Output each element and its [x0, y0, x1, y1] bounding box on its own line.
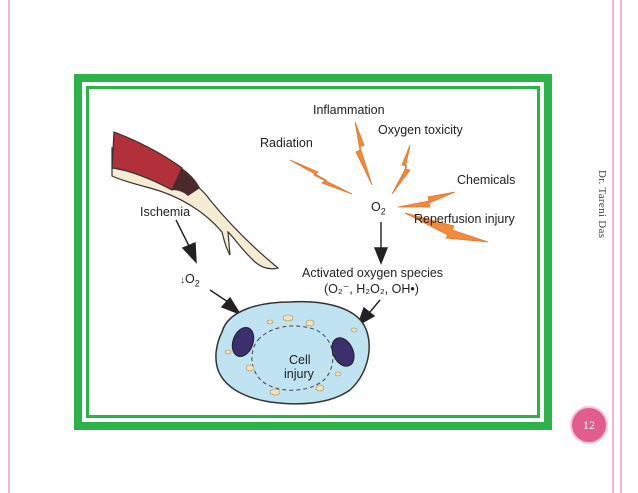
page-number-badge: 12: [572, 408, 606, 442]
arrow-ischemia-shaft: [175, 219, 191, 249]
right-margin-line-2: [620, 0, 622, 493]
bolt-reperfusion: [404, 212, 489, 243]
blood-vessel-icon: [111, 131, 280, 270]
label-low-o2: ↓O2: [180, 272, 200, 289]
arrows: [175, 219, 389, 327]
author-name: Dr. Tareni Das: [596, 170, 608, 239]
label-oxygen-toxicity: Oxygen toxicity: [378, 123, 463, 137]
bolt-inflammation: [354, 121, 373, 186]
arrow-aos-shaft: [369, 299, 381, 313]
arrow-lowo2-shaft: [209, 289, 229, 303]
arrow-aos-head: [356, 306, 376, 327]
label-radiation: Radiation: [260, 136, 313, 150]
mitochondrion-left: [231, 326, 255, 358]
label-cell: Cell: [289, 353, 311, 367]
label-chemicals: Chemicals: [457, 173, 516, 187]
label-injury: injury: [284, 367, 314, 381]
label-inflammation: Inflammation: [313, 103, 385, 117]
arrow-o2-head: [373, 247, 389, 265]
bolt-chemicals: [397, 191, 456, 208]
arrow-ischemia-head: [181, 241, 197, 264]
label-oxygen-species-formulas: (O₂⁻, H₂O₂, OH•): [324, 282, 419, 296]
label-reperfusion-injury: Reperfusion injury: [414, 212, 515, 226]
label-ischemia: Ischemia: [140, 205, 191, 219]
bolt-radiation: [289, 159, 353, 195]
cell-icon: [215, 300, 370, 405]
lightning-bolt-icon: [289, 121, 489, 243]
arrow-lowo2-head: [220, 296, 242, 316]
bolt-oxygen-toxicity: [391, 144, 411, 195]
diagram-frame: [74, 74, 552, 430]
label-o2: O2: [371, 200, 386, 217]
label-activated-oxygen-species: Activated oxygen species: [302, 266, 444, 280]
left-margin-line: [8, 0, 10, 493]
right-margin-line-1: [612, 0, 614, 493]
mitochondrion-right: [331, 337, 355, 367]
